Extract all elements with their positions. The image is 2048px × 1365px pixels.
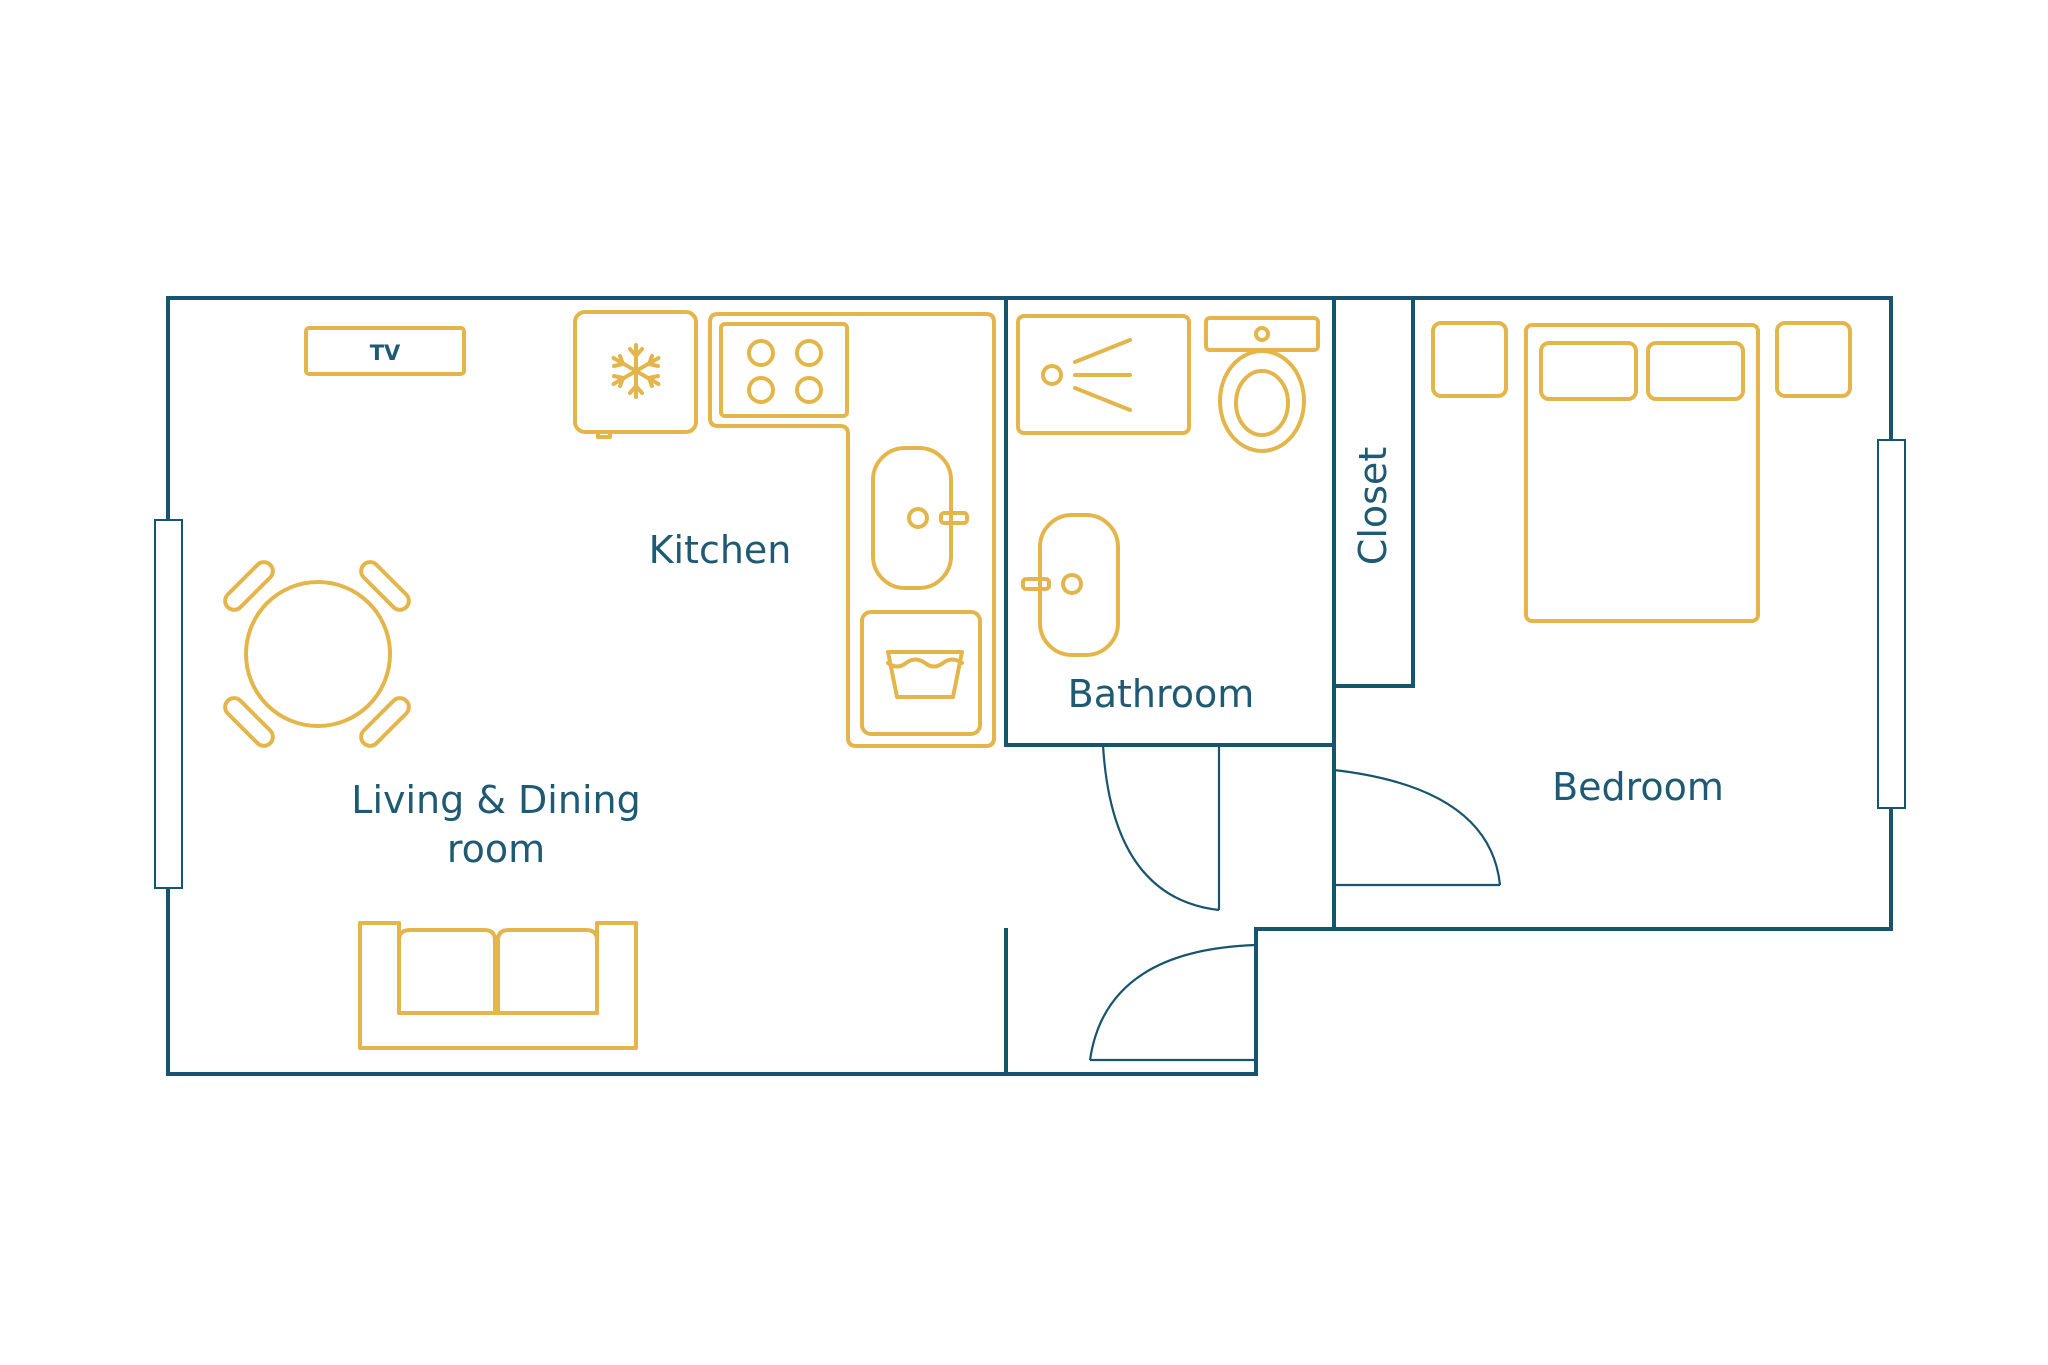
bathroom-label: Bathroom bbox=[1068, 672, 1255, 716]
dining-table bbox=[223, 560, 411, 748]
kitchen-sink bbox=[871, 446, 969, 590]
bathroom-door[interactable] bbox=[1101, 743, 1221, 912]
double-bed bbox=[1524, 323, 1760, 623]
bedroom-label: Bedroom bbox=[1552, 765, 1724, 809]
pillow bbox=[1539, 341, 1638, 401]
tv-stand: TV bbox=[304, 326, 466, 376]
window-right bbox=[1877, 439, 1906, 809]
burner bbox=[795, 339, 823, 367]
dining-chair bbox=[223, 696, 275, 748]
entrance-door[interactable] bbox=[1088, 943, 1258, 1062]
dining-chair bbox=[359, 560, 411, 612]
nightstand bbox=[1775, 321, 1852, 398]
stove bbox=[719, 322, 849, 418]
toilet bbox=[1204, 316, 1320, 453]
kitchen-label: Kitchen bbox=[649, 528, 792, 572]
nightstand bbox=[1431, 321, 1508, 398]
living-dining-label-line2: room bbox=[447, 827, 545, 871]
dining-chair bbox=[223, 560, 275, 612]
bathroom-sink bbox=[1021, 513, 1120, 657]
tv-label: TV bbox=[370, 341, 401, 365]
snowflake-icon bbox=[611, 343, 661, 399]
shower bbox=[1016, 314, 1191, 435]
sofa bbox=[358, 921, 638, 1050]
burner bbox=[747, 376, 775, 404]
outer-wall bbox=[166, 296, 1893, 1076]
washing-machine bbox=[860, 610, 982, 736]
closet-wall bbox=[1332, 296, 1415, 688]
burner bbox=[795, 376, 823, 404]
walls bbox=[166, 296, 1893, 1076]
closet-label: Closet bbox=[1351, 447, 1395, 565]
refrigerator bbox=[573, 310, 698, 439]
burner bbox=[747, 339, 775, 367]
window-left bbox=[154, 519, 183, 889]
pillow bbox=[1646, 341, 1745, 401]
dining-chair bbox=[359, 696, 411, 748]
kitchen-counter bbox=[708, 312, 996, 748]
bedroom-door[interactable] bbox=[1332, 768, 1502, 887]
living-dining-label-line1: Living & Dining bbox=[351, 778, 640, 822]
